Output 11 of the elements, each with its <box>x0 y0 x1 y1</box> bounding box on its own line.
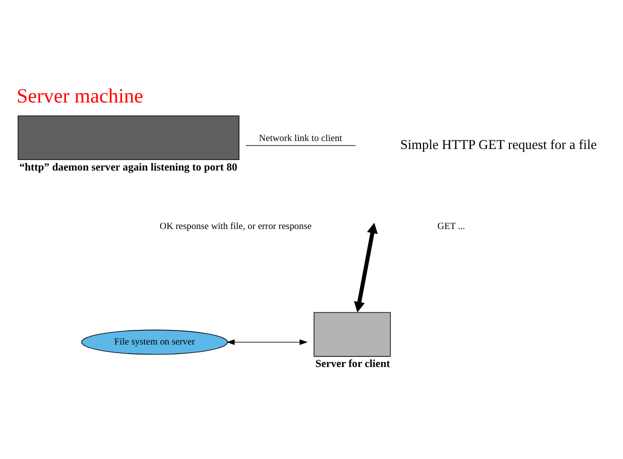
label: GET ... <box>437 221 466 232</box>
arrow <box>354 222 378 312</box>
edge-label: Network link to client <box>258 133 342 144</box>
arrow <box>226 338 308 345</box>
label: Simple HTTP GET request for a file <box>400 136 597 152</box>
node-label: “http” daemon server again listening to port 80 <box>19 160 238 173</box>
label: OK response with file, or error response <box>160 221 312 232</box>
node-label: Server for client <box>315 358 390 370</box>
diagram-title: Server machine <box>16 85 144 108</box>
node-ellipse: File system on server <box>81 329 228 354</box>
connector <box>245 144 356 146</box>
